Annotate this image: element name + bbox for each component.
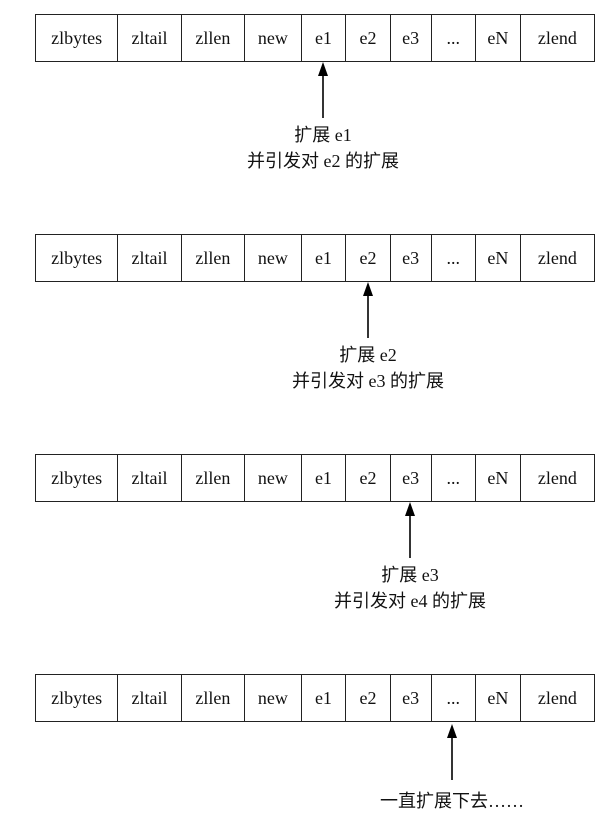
cell-e2: e2 [345,674,391,722]
arrow-head [447,724,457,738]
cell-zllen: zllen [180,674,246,722]
cell-zllen: zllen [180,454,246,502]
cell-zllen: zllen [180,14,246,62]
cell-new: new [244,234,302,282]
arrow-head [363,282,373,296]
caption-line-1: 扩展 e1 [294,125,352,145]
arrow-head [405,502,415,516]
cell-zlbytes: zlbytes [35,234,119,282]
cell-e2: e2 [345,234,391,282]
caption-line-2: 并引发对 e3 的扩展 [292,371,444,391]
arrow-stage-4 [447,724,457,780]
cell-ellipsis: ... [430,674,477,722]
caption-stage-4: 一直扩展下去…… [302,788,602,814]
ziplist-row-4: zlbytes zltail zllen new e1 e2 e3 ... eN… [35,674,596,722]
cell-zltail: zltail [117,14,182,62]
cell-zltail: zltail [117,234,182,282]
cell-zltail: zltail [117,674,182,722]
cell-ellipsis: ... [430,14,477,62]
caption-line-1: 一直扩展下去…… [380,791,524,811]
cell-new: new [244,14,302,62]
cell-e1: e1 [300,674,347,722]
cell-zltail: zltail [117,454,182,502]
cell-e3: e3 [389,234,432,282]
caption-line-1: 扩展 e2 [339,345,397,365]
cell-zlbytes: zlbytes [35,14,119,62]
cell-e1: e1 [300,234,347,282]
caption-stage-2: 扩展 e2 并引发对 e3 的扩展 [218,342,518,394]
cell-new: new [244,454,302,502]
arrow-stage-2 [363,282,373,338]
ziplist-row-2: zlbytes zltail zllen new e1 e2 e3 ... eN… [35,234,596,282]
cell-zllen: zllen [180,234,246,282]
caption-line-1: 扩展 e3 [381,565,439,585]
cell-e2: e2 [345,14,391,62]
cell-e3: e3 [389,14,432,62]
caption-stage-1: 扩展 e1 并引发对 e2 的扩展 [173,122,473,174]
cell-e2: e2 [345,454,391,502]
cell-e3: e3 [389,674,432,722]
caption-line-2: 并引发对 e2 的扩展 [247,151,399,171]
cell-eN: eN [475,454,521,502]
caption-line-2: 并引发对 e4 的扩展 [334,591,486,611]
cell-e1: e1 [300,454,347,502]
caption-stage-3: 扩展 e3 并引发对 e4 的扩展 [260,562,560,614]
ziplist-row-1: zlbytes zltail zllen new e1 e2 e3 ... eN… [35,14,596,62]
arrow-stage-1 [318,62,328,118]
cell-zlbytes: zlbytes [35,674,119,722]
cell-zlbytes: zlbytes [35,454,119,502]
ziplist-row-3: zlbytes zltail zllen new e1 e2 e3 ... eN… [35,454,596,502]
cell-new: new [244,674,302,722]
cell-ellipsis: ... [430,234,477,282]
cell-e1: e1 [300,14,347,62]
arrow-stage-3 [405,502,415,558]
cell-zlend: zlend [519,454,596,502]
cell-eN: eN [475,14,521,62]
cell-eN: eN [475,674,521,722]
cell-zlend: zlend [519,674,596,722]
cell-zlend: zlend [519,14,596,62]
cell-ellipsis: ... [430,454,477,502]
arrow-head [318,62,328,76]
cell-zlend: zlend [519,234,596,282]
cell-eN: eN [475,234,521,282]
cell-e3: e3 [389,454,432,502]
